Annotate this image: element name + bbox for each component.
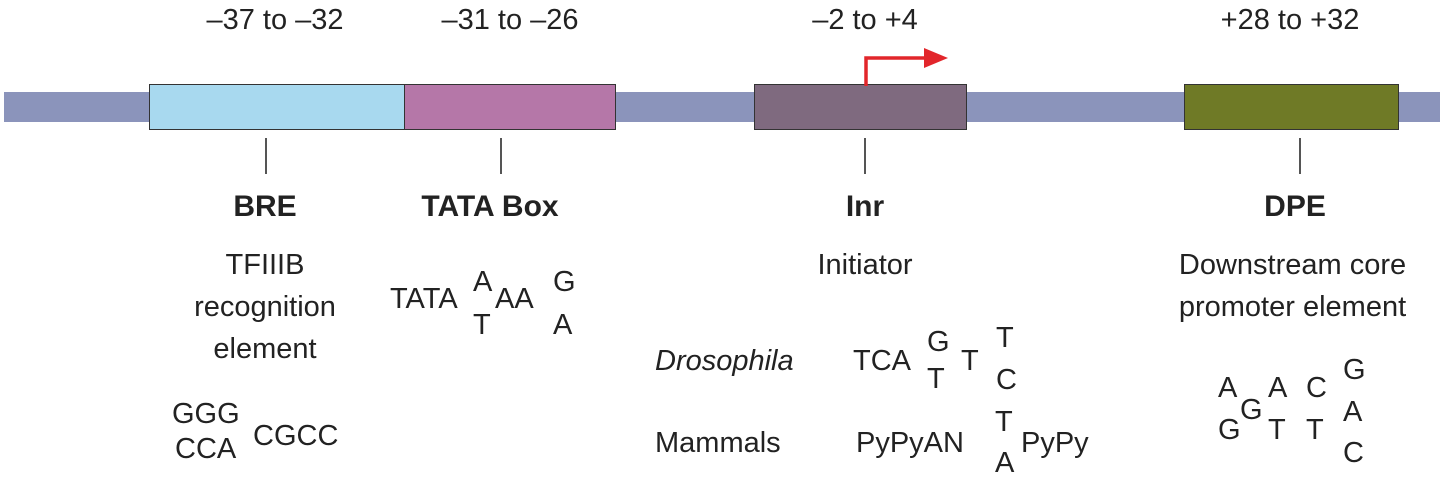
tata-seq-base: TATA <box>390 283 458 315</box>
dpe-seq-c2: G <box>1240 394 1263 426</box>
tata-name: TATA Box <box>421 190 559 223</box>
dpe-seq-c4-top: C <box>1306 372 1327 404</box>
inr-box <box>754 84 967 130</box>
bre-name: BRE <box>233 190 297 223</box>
tata-position-label: –31 to –26 <box>441 4 579 36</box>
dpe-desc-line1: Downstream core <box>1178 249 1407 281</box>
dpe-box <box>1184 84 1399 130</box>
bre-box <box>149 84 406 130</box>
drosophila-seq-mid: T <box>961 345 979 377</box>
drosophila-label: Drosophila <box>655 345 794 377</box>
mammals-seq-var-bottom: A <box>995 447 1015 479</box>
drosophila-seq-var1-top: G <box>927 326 950 358</box>
mammals-label: Mammals <box>655 427 781 459</box>
bre-description: TFIIIB recognition element <box>150 244 380 370</box>
tata-tick <box>500 138 502 174</box>
drosophila-seq-var1-bottom: T <box>927 363 945 395</box>
dpe-name: DPE <box>1264 190 1326 223</box>
bre-seq-bottom-left: CCA <box>175 433 237 465</box>
bre-seq-right: CGCC <box>253 420 339 452</box>
drosophila-seq-var2-bottom: C <box>996 364 1017 396</box>
drosophila-seq-base: TCA <box>853 345 911 377</box>
tata-seq-var2-bottom: A <box>553 309 573 341</box>
tata-seq-mid: AA <box>495 283 534 315</box>
inr-tick <box>864 138 866 174</box>
dpe-seq-c5-mid: A <box>1343 396 1363 428</box>
tata-seq-var2-top: G <box>553 266 576 298</box>
mammals-seq-end: PyPy <box>1021 427 1089 459</box>
transcription-start-arrow-icon <box>864 48 948 86</box>
bre-desc-line2: recognition <box>194 291 336 323</box>
dpe-seq-c3-bottom: T <box>1268 414 1286 446</box>
inr-description: Initiator <box>817 249 913 281</box>
dpe-seq-c3-top: A <box>1268 372 1288 404</box>
mammals-seq-var-top: T <box>995 406 1013 438</box>
dpe-seq-c1-bottom: G <box>1218 414 1241 446</box>
dpe-desc-line2: promoter element <box>1178 291 1407 323</box>
bre-desc-line3: element <box>213 333 317 365</box>
tata-box <box>404 84 616 130</box>
dpe-tick <box>1299 138 1301 174</box>
dpe-seq-c5-top: G <box>1343 354 1366 386</box>
inr-position-label: –2 to +4 <box>812 4 918 36</box>
dpe-position-label: +28 to +32 <box>1220 4 1360 36</box>
tata-seq-var1-bottom: T <box>473 309 491 341</box>
dpe-seq-c4-bottom: T <box>1306 414 1324 446</box>
dpe-seq-c1-top: A <box>1218 372 1238 404</box>
bre-tick <box>265 138 267 174</box>
bre-desc-line1: TFIIIB <box>225 249 305 281</box>
dpe-seq-c5-bottom: C <box>1343 437 1364 469</box>
tata-seq-var1-top: A <box>473 266 493 298</box>
dpe-description: Downstream core promoter element <box>1145 244 1440 328</box>
mammals-seq-base: PyPyAN <box>856 427 964 459</box>
bre-position-label: –37 to –32 <box>206 4 344 36</box>
bre-seq-top-left: GGG <box>172 398 240 430</box>
drosophila-seq-var2-top: T <box>996 322 1014 354</box>
inr-name: Inr <box>845 190 885 223</box>
